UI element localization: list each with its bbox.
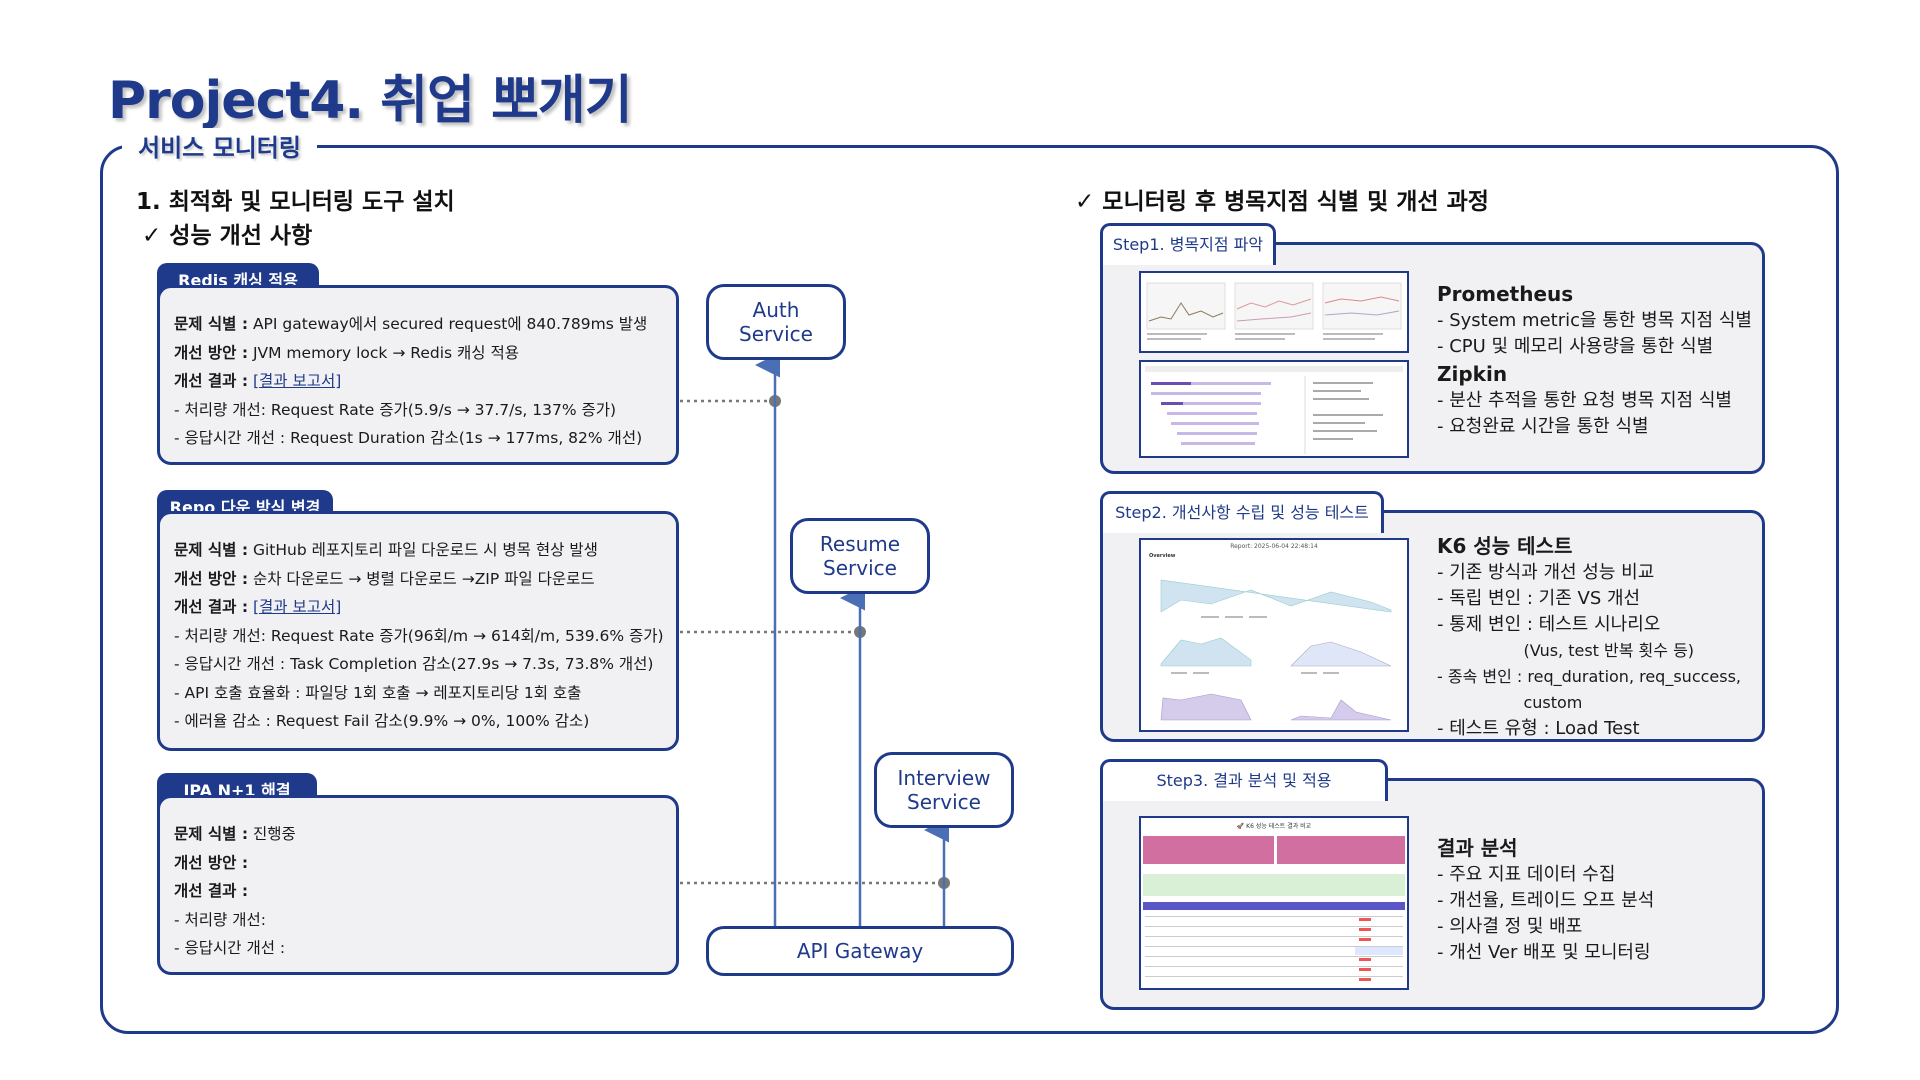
step2-line: - 테스트 유형 : Load Test	[1437, 718, 1640, 739]
step1-line: - 분산 추적을 통한 요청 병목 지점 식별	[1437, 390, 1732, 411]
card-line: - API 호출 효율화 : 파일당 1회 호출 → 레포지토리당 1회 호출	[174, 683, 582, 702]
card-line: 문제 식별 : 진행중	[174, 825, 296, 843]
card-line: - 응답시간 개선 :	[174, 939, 286, 957]
prometheus-dashboard-graphic	[1146, 282, 1402, 340]
card-line: 개선 결과 : [결과 보고서]	[174, 598, 342, 616]
step3-line: 결과 분석	[1437, 836, 1518, 860]
card-line: - 응답시간 개선 : Request Duration 감소(1s → 177…	[174, 429, 643, 447]
card-line: - 처리량 개선: Request Rate 증가(96회/m → 614회/m…	[174, 626, 664, 645]
step3-line: - 주요 지표 데이터 수집	[1437, 864, 1616, 885]
card-jpa: 문제 식별 : 진행중 개선 방안 : 개선 결과 : - 처리량 개선: - …	[157, 795, 679, 975]
step2-description: K6 성능 테스트 - 기존 방식과 개선 성능 비교 - 독립 변인 : 기존…	[1437, 532, 1741, 742]
k6-report-screenshot: Report: 2025-06-04 22:48:14 Overview	[1139, 538, 1409, 732]
step3-line: - 개선 Ver 배포 및 모니터링	[1437, 942, 1651, 963]
right-heading: ✓ 모니터링 후 병목지점 식별 및 개선 과정	[1075, 189, 1489, 215]
left-subheading: ✓ 성능 개선 사항	[142, 223, 313, 249]
step2-line: - 독립 변인 : 기존 VS 개선	[1437, 588, 1641, 609]
prometheus-screenshot	[1139, 271, 1409, 353]
step1-description: Prometheus - System metric을 통한 병목 지점 식별 …	[1437, 280, 1752, 440]
step2-tag: Step2. 개선사항 수립 및 성능 테스트	[1100, 491, 1384, 533]
zipkin-screenshot	[1139, 360, 1409, 458]
step1-line: - CPU 및 메모리 사용량을 통한 식별	[1437, 336, 1714, 357]
k6-compare-screenshot: 🚀 K6 성능 테스트 결과 비교	[1139, 816, 1409, 990]
card-line: 문제 식별 : API gateway에서 secured request에 8…	[174, 315, 648, 333]
k6-report-title: Report: 2025-06-04 22:48:14	[1230, 543, 1318, 550]
k6-compare-title: 🚀 K6 성능 테스트 결과 비교	[1236, 823, 1312, 830]
report-link[interactable]: [결과 보고서]	[252, 372, 342, 390]
card-redis: 문제 식별 : API gateway에서 secured request에 8…	[157, 285, 679, 465]
page-title: Project4. 취업 뽀개기	[108, 71, 633, 131]
step3-description: 결과 분석 - 주요 지표 데이터 수집 - 개선율, 트레이드 오프 분석 -…	[1437, 834, 1654, 966]
section-label: 서비스 모니터링	[122, 128, 317, 163]
step3-line: - 개선율, 트레이드 오프 분석	[1437, 890, 1655, 911]
report-link[interactable]: [결과 보고서]	[252, 598, 342, 616]
card-line: - 에러율 감소 : Request Fail 감소(9.9% → 0%, 10…	[174, 712, 590, 730]
card-line: 개선 결과 : [결과 보고서]	[174, 372, 342, 390]
k6-report-section: Overview	[1149, 553, 1176, 559]
card-line: 개선 방안 :	[174, 853, 249, 872]
content-frame	[100, 145, 1839, 1034]
card-repo: 문제 식별 : GitHub 레포지토리 파일 다운로드 시 병목 현상 발생 …	[157, 511, 679, 751]
left-heading: 1. 최적화 및 모니터링 도구 설치	[136, 189, 455, 215]
step2-line: (Vus, test 반복 횟수 등)	[1437, 641, 1695, 660]
k6-report-graphic	[1160, 579, 1392, 721]
step2-line: - 통제 변인 : 테스트 시나리오	[1437, 614, 1661, 635]
card-line: - 처리량 개선: Request Rate 증가(5.9/s → 37.7/s…	[174, 400, 617, 419]
card-line: 개선 방안 : JVM memory lock → Redis 캐싱 적용	[174, 343, 519, 362]
step1-line: - System metric을 통한 병목 지점 식별	[1437, 310, 1752, 331]
step1-line: Zipkin	[1437, 362, 1508, 386]
card-line: 문제 식별 : GitHub 레포지토리 파일 다운로드 시 병목 현상 발생	[174, 541, 598, 559]
step1-line: - 요청완료 시간을 통한 식별	[1437, 416, 1649, 437]
step1-tag: Step1. 병목지점 파악	[1100, 223, 1276, 265]
step1-line: Prometheus	[1437, 282, 1574, 306]
api-gateway-box: API Gateway	[706, 926, 1014, 976]
card-line: 개선 방안 : 순차 다운로드 → 병렬 다운로드 →ZIP 파일 다운로드	[174, 569, 595, 588]
card-line: 개선 결과 :	[174, 882, 249, 900]
card-line: - 처리량 개선:	[174, 910, 266, 929]
step3-tag: Step3. 결과 분석 및 적용	[1100, 759, 1388, 801]
step2-line: custom	[1437, 693, 1583, 712]
card-line: - 응답시간 개선 : Task Completion 감소(27.9s → 7…	[174, 655, 654, 673]
step2-line: - 종속 변인 : req_duration, req_success,	[1437, 667, 1742, 686]
zipkin-trace-graphic	[1145, 366, 1403, 454]
k6-compare-graphic	[1143, 836, 1405, 981]
step2-line: K6 성능 테스트	[1437, 534, 1573, 558]
step3-line: - 의사결 정 및 배포	[1437, 916, 1583, 937]
step2-line: - 기존 방식과 개선 성능 비교	[1437, 562, 1655, 583]
